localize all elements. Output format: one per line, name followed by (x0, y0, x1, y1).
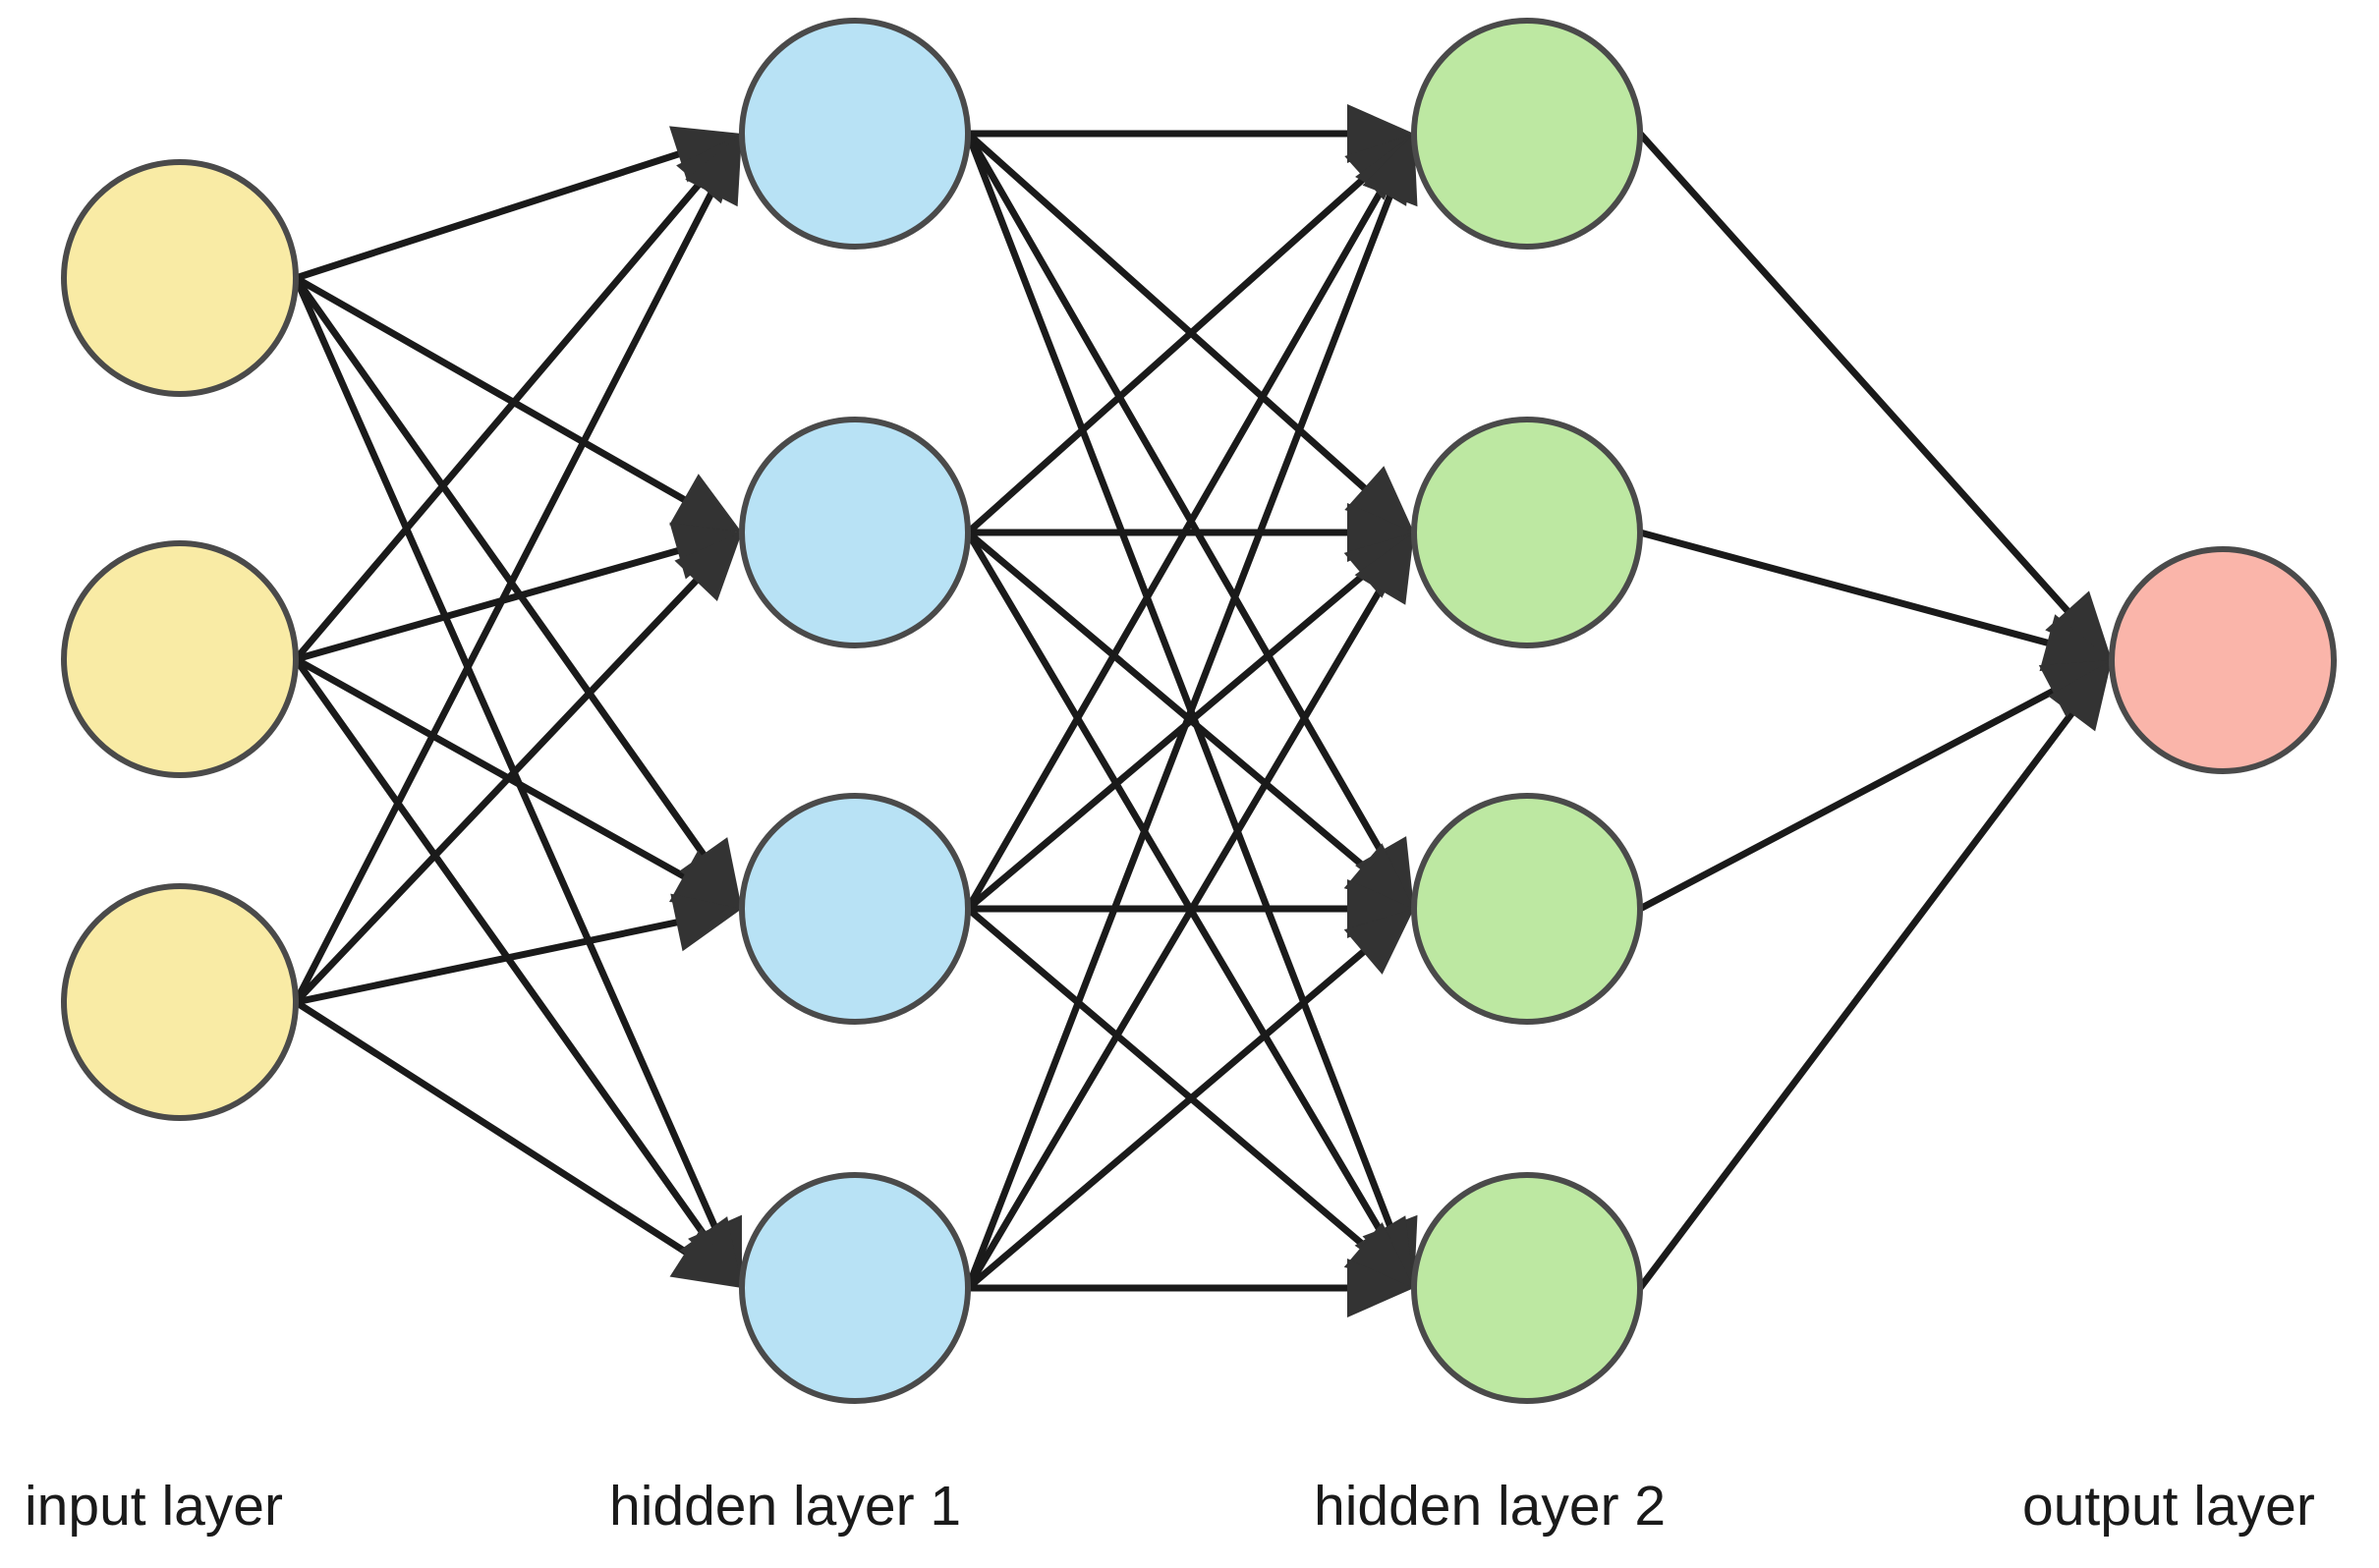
arrowheads-group (669, 104, 2112, 1317)
edge-line (964, 132, 1407, 894)
edge-line (1639, 529, 2094, 659)
edge-arrowhead (1347, 1259, 1414, 1317)
nodes-group (61, 18, 2337, 1404)
edge-line (294, 655, 726, 903)
layer-label-hidden1: hidden layer 1 (609, 1475, 962, 1538)
edge-line (1637, 131, 2101, 648)
edge-arrowhead (2045, 590, 2112, 660)
edge-line (293, 275, 734, 895)
edge-arrowhead (1347, 104, 1414, 163)
edge-arrowhead (2048, 660, 2112, 732)
neuron-node-hidden2-2[interactable] (1411, 417, 1643, 648)
neuron-node-hidden2-3[interactable] (1411, 793, 1643, 1025)
neuron-node-input-3[interactable] (61, 883, 299, 1121)
edges-group (292, 130, 2103, 1292)
edge-line (964, 132, 1410, 1271)
edge-line (294, 274, 727, 526)
edge-line (964, 531, 1407, 1273)
edge-line (965, 530, 1401, 899)
neuron-node-output-1[interactable] (2109, 546, 2337, 774)
edge-line (293, 656, 734, 1274)
neuron-node-input-1[interactable] (61, 159, 299, 397)
edge-line (965, 542, 1401, 912)
layer-label-hidden2: hidden layer 2 (1314, 1475, 1667, 1538)
edge-line (965, 919, 1401, 1291)
edge-line (294, 999, 727, 1280)
edge-arrowhead (1354, 532, 1414, 605)
neuron-node-hidden1-1[interactable] (739, 18, 971, 250)
neuron-node-hidden1-4[interactable] (739, 1172, 971, 1404)
edge-line (295, 534, 724, 663)
neuron-node-hidden2-4[interactable] (1411, 1172, 1643, 1404)
edge-line (965, 906, 1401, 1278)
edge-line (292, 276, 737, 1271)
edge-arrowhead (1362, 134, 1418, 207)
edge-line (965, 131, 1402, 523)
layer-label-output: output layer (2022, 1475, 2315, 1538)
neuron-node-hidden1-3[interactable] (739, 793, 971, 1025)
edge-arrowhead (685, 134, 742, 207)
edge-line (964, 547, 1407, 1290)
layer-label-input: input layer (25, 1475, 283, 1538)
edge-arrowhead (670, 893, 742, 952)
neuron-node-input-2[interactable] (61, 540, 299, 778)
edge-arrowhead (674, 532, 742, 601)
edge-line (1638, 666, 2096, 913)
edge-arrowhead (669, 850, 742, 909)
edge-line (292, 149, 736, 1004)
edge-arrowhead (2039, 614, 2112, 672)
edge-line (1637, 674, 2103, 1291)
edge-arrowhead (1344, 466, 1414, 532)
edge-arrowhead (1347, 879, 1414, 938)
edge-line (965, 143, 1402, 535)
edge-arrowhead (669, 1227, 742, 1288)
edge-arrowhead (669, 474, 742, 532)
edge-line (294, 136, 724, 282)
neuron-node-hidden2-1[interactable] (1411, 18, 1643, 250)
neuron-node-hidden1-2[interactable] (739, 417, 971, 648)
edge-arrowhead (1343, 909, 1414, 975)
